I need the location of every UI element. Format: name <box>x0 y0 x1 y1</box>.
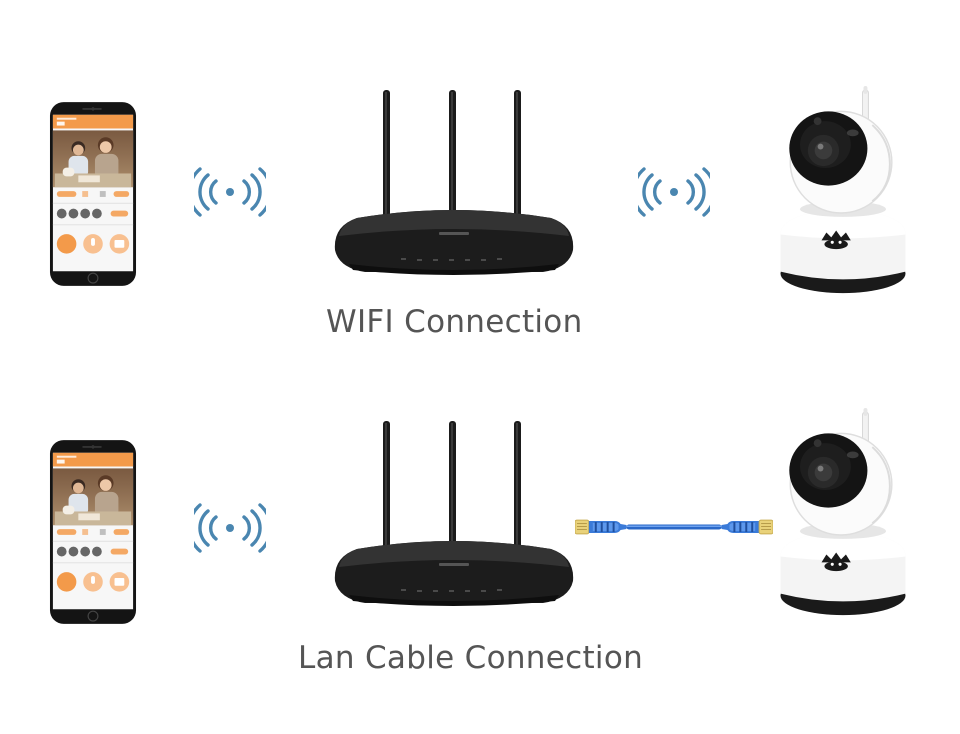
wifi-connection-caption: WIFI Connection <box>326 304 583 340</box>
wifi-signal-icon <box>638 166 710 218</box>
router-icon <box>329 419 579 609</box>
smartphone-icon <box>49 439 137 625</box>
ip-camera-icon <box>774 86 912 296</box>
smartphone-icon <box>49 101 137 287</box>
lan-cable-icon <box>575 515 773 539</box>
ip-camera-icon <box>774 408 912 618</box>
wifi-signal-icon <box>194 502 266 554</box>
wifi-signal-icon <box>194 166 266 218</box>
lan-cable-connection-caption: Lan Cable Connection <box>298 640 644 676</box>
router-icon <box>329 88 579 278</box>
